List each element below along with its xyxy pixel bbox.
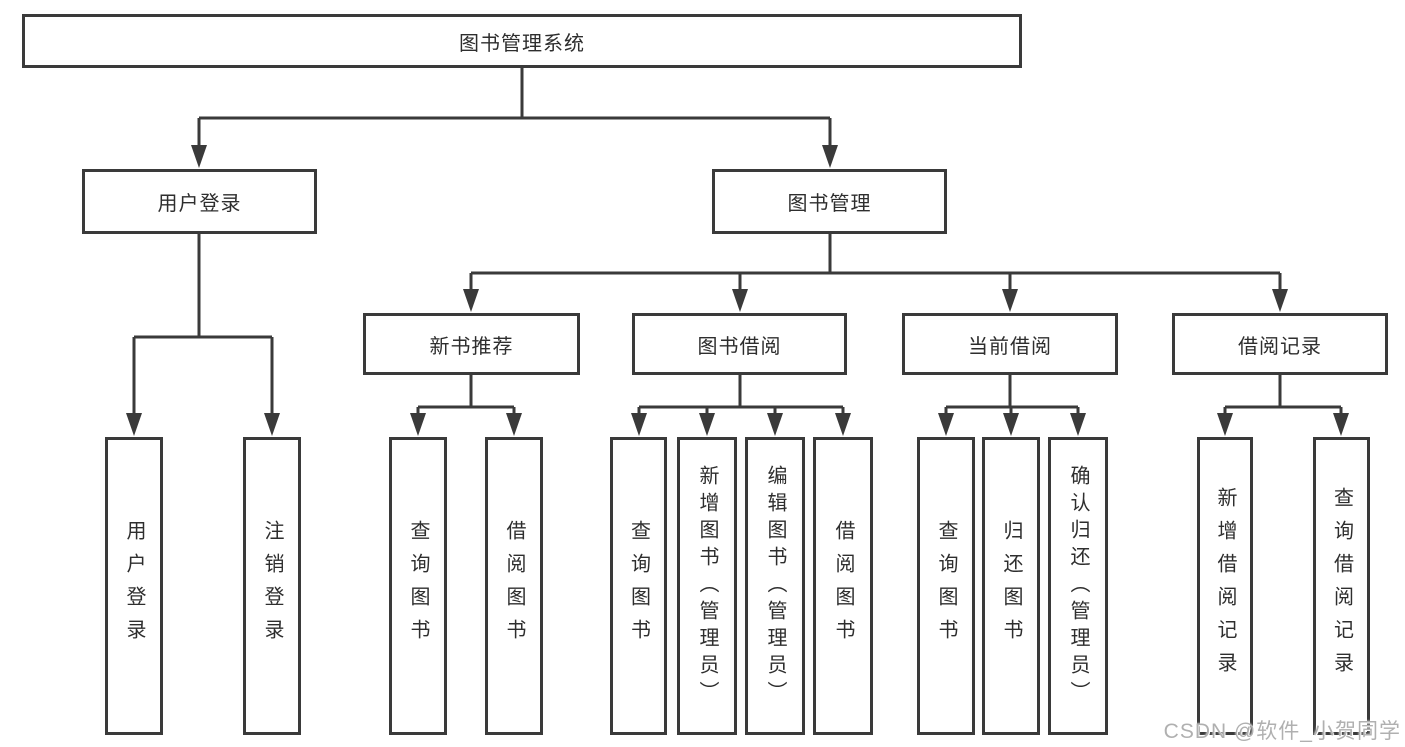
node-label: 借阅图书 — [503, 520, 525, 652]
node-borrowing-records: 借阅记录 — [1172, 313, 1388, 375]
node-leaf-borrow-books: 借阅图书 — [485, 437, 543, 735]
edge-user-login-to-leaves — [126, 234, 280, 436]
node-leaf-add-book-admin: 新增图书（管理员） — [677, 437, 737, 735]
arrow-down-icon — [732, 289, 748, 312]
node-label: 查询图书 — [407, 520, 429, 652]
node-book-borrowing: 图书借阅 — [632, 313, 847, 375]
arrow-down-icon — [191, 145, 207, 168]
node-label: 借阅图书 — [832, 520, 854, 652]
arrow-down-icon — [410, 413, 426, 436]
arrow-down-icon — [1003, 413, 1019, 436]
node-label: 新增图书（管理员） — [696, 464, 718, 708]
node-label: 用户登录 — [157, 193, 242, 215]
node-label: 用户登录 — [123, 520, 145, 652]
watermark: CSDN @软件_小贺同学 — [1163, 720, 1401, 743]
node-user-login: 用户登录 — [82, 169, 317, 234]
edge-current-borrowing-to-leaves — [938, 375, 1086, 436]
arrow-down-icon — [463, 289, 479, 312]
node-new-book-recommend: 新书推荐 — [363, 313, 580, 375]
node-leaf-logout: 注销登录 — [243, 437, 301, 735]
node-label: 归还图书 — [1000, 520, 1022, 652]
node-leaf-user-login: 用户登录 — [105, 437, 163, 735]
arrow-down-icon — [126, 413, 142, 436]
node-label: 查询借阅记录 — [1330, 487, 1353, 685]
node-label: 查询图书 — [935, 520, 957, 652]
arrow-down-icon — [631, 413, 647, 436]
node-label: 当前借阅 — [968, 335, 1052, 358]
arrow-down-icon — [767, 413, 783, 436]
arrow-down-icon — [1217, 413, 1233, 436]
arrow-down-icon — [506, 413, 522, 436]
arrow-down-icon — [264, 413, 280, 436]
node-leaf-return-books: 归还图书 — [982, 437, 1040, 735]
arrow-down-icon — [822, 145, 838, 168]
arrow-down-icon — [1070, 413, 1086, 436]
node-label: 新书推荐 — [429, 335, 514, 358]
node-label: 图书管理系统 — [459, 32, 585, 55]
arrow-down-icon — [1272, 289, 1288, 312]
arrow-down-icon — [699, 413, 715, 436]
arrow-down-icon — [1333, 413, 1349, 436]
node-current-borrowing: 当前借阅 — [902, 313, 1118, 375]
node-leaf-query-books: 查询图书 — [610, 437, 667, 735]
node-label: 新增借阅记录 — [1214, 487, 1236, 685]
node-leaf-query-borrow-record: 查询借阅记录 — [1313, 437, 1370, 735]
node-leaf-borrow-books: 借阅图书 — [813, 437, 873, 735]
edge-book-borrowing-to-leaves — [631, 375, 851, 436]
node-label: 查询图书 — [627, 520, 650, 652]
node-library-management-system: 图书管理系统 — [22, 14, 1022, 68]
node-leaf-add-borrow-record: 新增借阅记录 — [1197, 437, 1253, 735]
node-leaf-query-books: 查询图书 — [917, 437, 975, 735]
arrow-down-icon — [835, 413, 851, 436]
node-label: 编辑图书（管理员） — [764, 464, 786, 708]
edge-book-management-to-level3 — [463, 234, 1288, 312]
node-leaf-edit-book-admin: 编辑图书（管理员） — [745, 437, 805, 735]
edge-new-book-recommend-to-leaves — [410, 375, 522, 436]
node-label: 确认归还（管理员） — [1067, 464, 1089, 708]
node-label: 借阅记录 — [1238, 335, 1322, 358]
node-label: 图书借阅 — [697, 335, 782, 358]
node-label: 图书管理 — [787, 193, 872, 215]
arrow-down-icon — [938, 413, 954, 436]
node-book-management: 图书管理 — [712, 169, 947, 234]
edge-borrowing-records-to-leaves — [1217, 375, 1349, 436]
edge-root-to-level2 — [191, 67, 838, 168]
arrow-down-icon — [1002, 289, 1018, 312]
node-label: 注销登录 — [261, 520, 283, 652]
node-leaf-query-books: 查询图书 — [389, 437, 447, 735]
node-leaf-confirm-return-admin: 确认归还（管理员） — [1048, 437, 1108, 735]
